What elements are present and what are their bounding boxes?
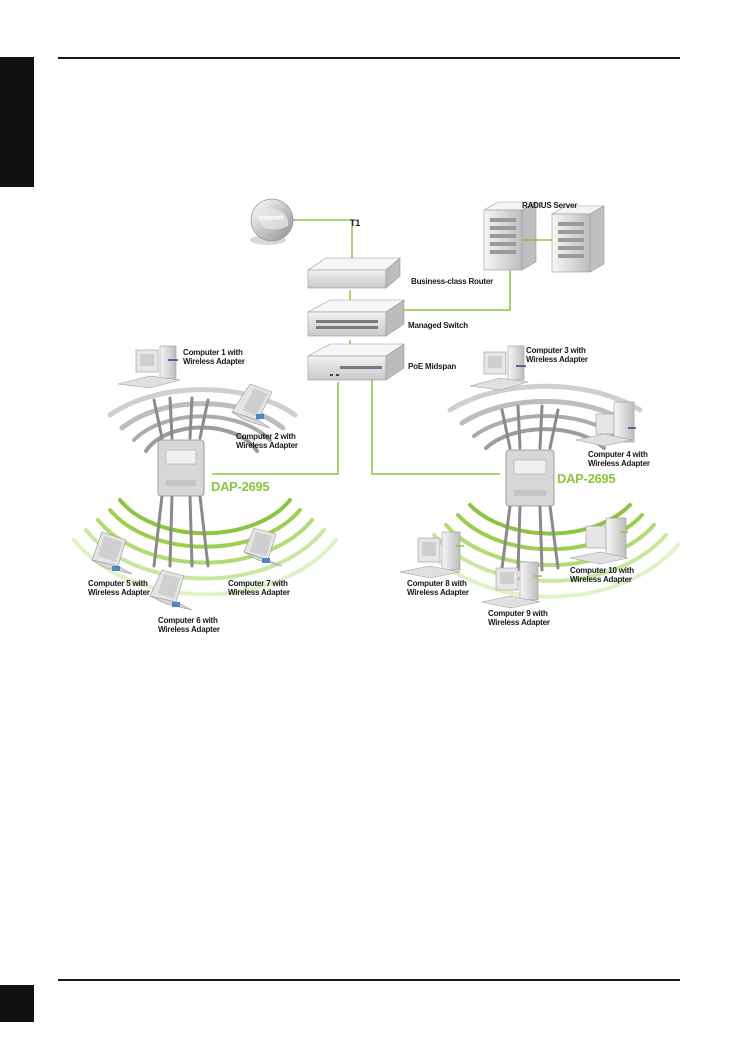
computer-7-icon bbox=[243, 527, 283, 567]
computer-2-label-line2: Wireless Adapter bbox=[236, 441, 298, 450]
computer-1-label-line2: Wireless Adapter bbox=[183, 357, 245, 366]
computer-7-label-line2: Wireless Adapter bbox=[228, 588, 290, 597]
computer-4-label: Computer 4 with Wireless Adapter bbox=[588, 450, 650, 468]
computer-7-label: Computer 7 with Wireless Adapter bbox=[228, 579, 290, 597]
access-point-right-icon bbox=[500, 404, 560, 572]
computer-5-label: Computer 5 with Wireless Adapter bbox=[88, 579, 150, 597]
access-point-left-model: DAP-2695 bbox=[211, 479, 270, 494]
computer-9-label-line2: Wireless Adapter bbox=[488, 618, 550, 627]
radius-server-label: RADIUS Server bbox=[522, 201, 578, 210]
internet-globe-icon bbox=[250, 198, 294, 245]
managed-switch-icon bbox=[307, 299, 405, 337]
computer-8-icon bbox=[399, 531, 464, 579]
computer-1-label: Computer 1 with Wireless Adapter bbox=[183, 348, 245, 366]
computer-5-label-line1: Computer 5 with bbox=[88, 579, 148, 588]
computer-6-icon bbox=[149, 569, 193, 611]
computer-3-label-line1: Computer 3 with bbox=[526, 346, 586, 355]
access-point-left-icon bbox=[152, 396, 210, 568]
computer-10-label: Computer 10 with Wireless Adapter bbox=[570, 566, 634, 584]
computer-9-label-line1: Computer 9 with bbox=[488, 609, 548, 618]
computer-4-icon bbox=[575, 401, 636, 447]
t1-label: T1 bbox=[350, 218, 361, 228]
poe-midspan-icon bbox=[307, 343, 405, 381]
computer-5-icon bbox=[91, 531, 133, 575]
computer-2-icon bbox=[231, 383, 273, 429]
computer-2-label-line1: Computer 2 with bbox=[236, 432, 296, 441]
computer-6-label-line1: Computer 6 with bbox=[158, 616, 218, 625]
computer-10-icon bbox=[569, 517, 629, 565]
computer-4-label-line2: Wireless Adapter bbox=[588, 459, 650, 468]
top-rule bbox=[58, 57, 680, 59]
network-cables bbox=[212, 219, 511, 475]
computer-9-label: Computer 9 with Wireless Adapter bbox=[488, 609, 550, 627]
computer-3-label: Computer 3 with Wireless Adapter bbox=[526, 346, 588, 364]
bottom-rule bbox=[58, 979, 680, 981]
computer-9-icon bbox=[481, 561, 542, 609]
radius-server-icon bbox=[482, 201, 606, 273]
computer-4-label-line1: Computer 4 with bbox=[588, 450, 648, 459]
computer-10-label-line1: Computer 10 with bbox=[570, 566, 634, 575]
poe-midspan-label: PoE Midspan bbox=[408, 362, 457, 371]
computer-7-label-line1: Computer 7 with bbox=[228, 579, 288, 588]
managed-switch-label: Managed Switch bbox=[408, 321, 468, 330]
computer-10-label-line2: Wireless Adapter bbox=[570, 575, 632, 584]
page-number-tab bbox=[0, 985, 34, 1022]
internet-label: Internet bbox=[259, 215, 284, 222]
computer-8-label: Computer 8 with Wireless Adapter bbox=[407, 579, 469, 597]
computer-3-label-line2: Wireless Adapter bbox=[526, 355, 588, 364]
computer-8-label-line1: Computer 8 with bbox=[407, 579, 467, 588]
computer-5-label-line2: Wireless Adapter bbox=[88, 588, 150, 597]
computer-1-icon bbox=[117, 345, 181, 389]
computer-3-icon bbox=[469, 345, 529, 391]
router-label: Business-class Router bbox=[411, 277, 494, 286]
router-icon bbox=[307, 257, 401, 289]
access-point-right-model: DAP-2695 bbox=[557, 471, 616, 486]
computer-8-label-line2: Wireless Adapter bbox=[407, 588, 469, 597]
side-language-tab bbox=[0, 57, 34, 187]
computer-2-label: Computer 2 with Wireless Adapter bbox=[236, 432, 298, 450]
computer-6-label: Computer 6 with Wireless Adapter bbox=[158, 616, 220, 634]
computer-6-label-line2: Wireless Adapter bbox=[158, 625, 220, 634]
computer-1-label-line1: Computer 1 with bbox=[183, 348, 243, 357]
